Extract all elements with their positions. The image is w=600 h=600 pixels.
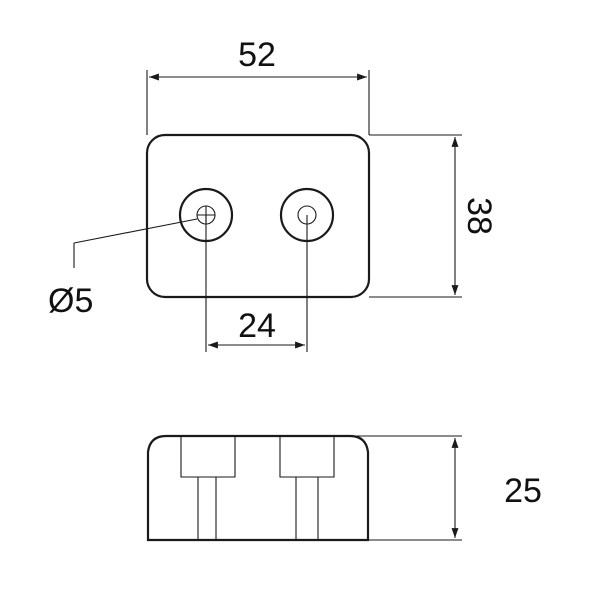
height-dimension: 38 — [369, 134, 498, 298]
hole-diameter-label: Ø5 — [48, 282, 93, 320]
side-view — [146, 434, 370, 542]
thickness-dimension: 25 — [350, 435, 542, 541]
width-dimension: 52 — [146, 36, 370, 135]
top-view — [145, 133, 371, 299]
right-bolt-section — [279, 436, 335, 540]
thickness-label: 25 — [504, 472, 542, 510]
left-bolt-section — [180, 436, 236, 540]
hole-spacing-dimension: 24 — [205, 215, 308, 352]
height-label: 38 — [460, 197, 498, 235]
hole-spacing-label: 24 — [238, 307, 276, 345]
plate-outline — [145, 133, 371, 299]
hole-diameter-callout: Ø5 — [48, 218, 198, 320]
width-label: 52 — [238, 36, 276, 74]
